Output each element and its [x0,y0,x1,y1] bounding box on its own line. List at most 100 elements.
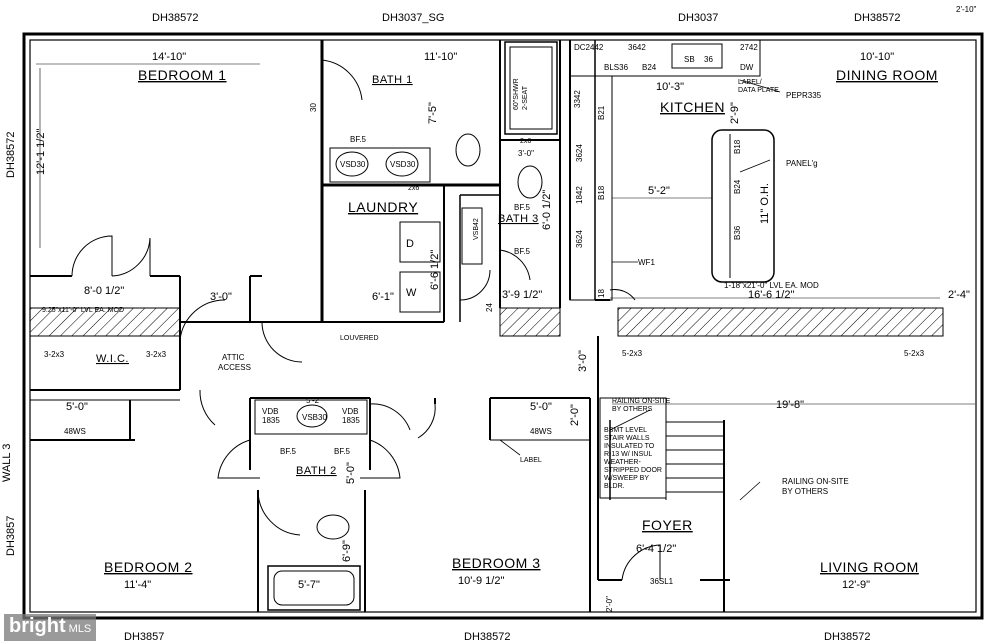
room-label-dining: DINING ROOM [836,67,938,83]
door-swing [621,544,661,581]
door-swing [111,237,151,277]
window-label: DH38572 [854,12,900,24]
dim-text: 19'-8" [776,399,804,411]
fixture-label: VSD30 [340,160,366,169]
cabinet-label: 2742 [740,43,758,52]
dim-text: 16'-6 1/2" [748,289,794,301]
dim-text: 7'-5" [427,102,439,124]
door-swing [499,249,531,281]
sink [335,151,369,177]
dim-text: 5'-2" [306,396,322,405]
dim-text: 12'-9" [842,579,870,591]
washer [399,271,441,313]
fixture-label: BF.5 [280,447,297,456]
sink [296,404,328,428]
window-label: DH3037 [678,12,718,24]
sink [385,151,419,177]
window-label: DH38572 [5,132,17,178]
dim-text: 8'-0 1/2" [84,285,124,297]
dim-text: 6'-4 1/2" [636,543,676,555]
window-label: DH3857 [124,631,164,643]
post-label: 3-2x3 [44,350,65,359]
beam-hatch [30,308,180,336]
dim-text: 5'-0" [66,401,88,413]
fixture-label: VSD30 [390,160,416,169]
dim-text: 5'-2" [648,185,670,197]
beam-hatch [618,308,943,336]
wall-label: WALL 3 [1,444,13,482]
exterior-wall [22,32,984,620]
dim-text: 5'-7" [298,579,320,591]
dim-text: 12'-1 1/2" [35,129,47,175]
fixture-label: 2x6 [408,185,419,192]
dim-text: 11'-4" [124,579,151,591]
fixture-label: VSB30 [302,413,327,422]
dim-text: 10'-3" [656,81,684,93]
dim-text: 10'-10" [860,51,894,63]
shower [504,41,558,135]
cabinet-label: SB [684,55,695,64]
room-label-living: LIVING ROOM [820,559,919,575]
fixture-label: BF.5 [350,135,367,144]
dim-text: 3'-9 1/2" [502,289,542,301]
door-swing [459,269,491,301]
door-swing [360,439,401,479]
room-label-wic: W.I.C. [96,353,129,365]
toilet [517,165,543,199]
bath1-vanity [329,147,431,183]
watermark-suffix: MLS [68,623,92,635]
room-label-bedroom1: BEDROOM 1 [138,67,227,83]
fixture-label: LOUVERED [340,335,379,342]
dim-text: 3'-0" [210,291,232,303]
dim-text: 5'-0" [345,462,357,484]
post-label: 5-2x3 [904,349,925,358]
dim-text: 11" O.H. [759,183,771,224]
door-swing [179,299,226,341]
door-swing [417,403,436,439]
annotation: LABEL/DATA PLATE [738,79,779,94]
cabinet-label: DC2442 [574,43,604,52]
dim-text: 2'-0" [569,404,581,426]
cabinet-label: 3624 [575,230,584,248]
fixture-label: BF.5 [334,447,351,456]
cabinet-label: B21 [597,105,606,120]
room-label-bedroom2: BEDROOM 2 [104,559,193,575]
kitchen-island [711,129,775,283]
window-label: DH3857 [5,516,17,556]
dim-text: 14'-10" [152,51,186,63]
room-label-bath3: BATH 3 [498,213,539,225]
kitchen-counter [569,39,761,77]
door-label: 18 [597,289,606,298]
cabinet-label: DW [740,63,754,72]
dim-text: 3'-0" [577,350,589,372]
cabinet-label: B36 [733,225,742,240]
window-label: DH3037_SG [382,12,444,24]
fixture-label: BF.5 [514,203,531,212]
watermark-brand: bright [9,615,66,637]
dim-text: 6'-9" [341,540,353,562]
dim-text: 6'-0 1/2" [541,190,553,230]
door-swing [199,389,216,426]
annotation: 1-18"x21'-0" LVL EA. MOD [724,281,819,290]
room-label-bath1: BATH 1 [372,74,413,86]
dim-text: 6'-6 1/2" [429,250,441,290]
cabinet-label: B18 [733,139,742,154]
room-label-kitchen: KITCHEN [660,99,725,115]
fixture-label: W [406,287,417,299]
bathtub [267,565,361,611]
window-label: DH38572 [464,631,510,643]
annotation: 9.25"x11'-0" LVL EA. MOD [42,307,124,314]
fixture-label: 3'-0" [518,149,534,158]
fixture-label: 48WS [64,427,86,436]
dim-text: 11'-10" [424,51,457,63]
toilet [455,133,481,167]
window-label: DH38572 [152,12,198,24]
toilet [316,514,350,540]
fixture-label: D [406,238,414,250]
door-swing [261,321,303,363]
